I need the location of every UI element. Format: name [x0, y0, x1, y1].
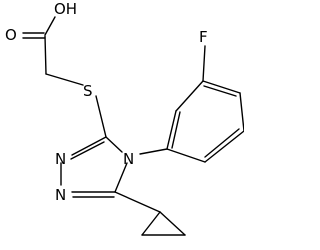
bond-oh-carbonyl — [44, 16, 56, 36]
bond-ring-c3-c4-double-b — [203, 85, 237, 97]
bond-ring-c5-c6-double-a — [204, 130, 244, 163]
bond-ring-c3-c4-double-a — [202, 80, 241, 94]
bond-c3-cyclopropyl — [114, 191, 161, 213]
bond-cyclopropyl-a — [159, 211, 186, 236]
bond-n1-c5-double-b — [70, 141, 105, 160]
atom-label-n4: N — [123, 150, 134, 168]
bond-n1-c5-double-a — [71, 136, 107, 156]
molecule-structure: OH O S F N N N — [5, 0, 244, 236]
bond-ring-c4-c5 — [239, 92, 244, 132]
bond-ring-c6-c1 — [166, 148, 206, 163]
atom-label-sulfur: S — [83, 82, 93, 100]
bond-ch2-s — [45, 73, 84, 86]
atom-label-oh: OH — [54, 0, 77, 18]
bond-n4-c3 — [114, 162, 128, 193]
bond-ring-c1-c2-double-a — [166, 110, 177, 150]
bond-n4-phenyl — [139, 148, 168, 155]
atom-label-carbonyl-oxygen: O — [5, 26, 17, 44]
structure-canvas: OH O S F N N N — [5, 0, 244, 236]
bond-cyclopropyl-c — [141, 211, 161, 236]
bond-ring-c2-c3 — [175, 80, 204, 112]
atom-label-n2: N — [55, 186, 66, 204]
bond-c5-n4 — [105, 136, 123, 153]
atom-label-n1: N — [55, 150, 66, 168]
bond-ring-c5-c6-double-b — [204, 128, 240, 158]
bond-carbonyl-ch2 — [44, 35, 47, 75]
atom-label-fluorine: F — [199, 28, 208, 46]
bond-s-c5 — [95, 95, 107, 138]
bond-ring-c1-c2-double-b — [171, 111, 181, 149]
bond-ring-fluorine — [202, 45, 206, 82]
